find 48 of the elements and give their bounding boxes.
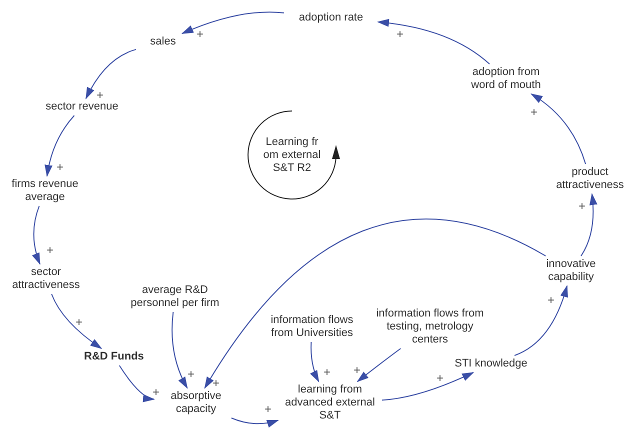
variable-label: information flows from Universities (270, 314, 354, 340)
causal-arrow (118, 365, 155, 402)
causal-arrow (530, 93, 586, 164)
edge-label: + (96, 89, 104, 101)
variable-label: adoption from word of mouth (470, 66, 542, 92)
variable-label: R&D Funds (84, 350, 144, 364)
edge-label: + (56, 161, 64, 173)
edge-label: + (76, 316, 82, 328)
causal-arrow (32, 206, 40, 265)
causal-arrow (181, 12, 284, 34)
edge-label: + (548, 294, 554, 306)
variable-label: information flows from testing, metrology centers (375, 308, 485, 346)
causal-arrow (377, 19, 490, 64)
variable-label: adoption rate (298, 12, 364, 24)
edge-label: + (46, 244, 54, 256)
causal-arrow (356, 348, 402, 382)
causal-arrow (580, 193, 598, 256)
edge-label: + (396, 28, 404, 40)
causal-arrow (230, 418, 279, 428)
causal-arrow (204, 218, 546, 389)
edge-label: + (188, 368, 194, 380)
variable-label: STI knowledge (454, 358, 528, 370)
causal-arrow (172, 312, 188, 389)
causal-arrow (86, 48, 136, 100)
causal-arrow (382, 372, 474, 401)
causal-arrow (514, 285, 568, 356)
edge-label: + (264, 403, 272, 415)
variable-label: sector attractiveness (11, 266, 81, 292)
variable-label: absorptive capacity (170, 390, 222, 416)
edge-label: + (354, 364, 360, 376)
edge-label: + (196, 28, 204, 40)
edge-label: + (530, 106, 538, 118)
causal-arrow (310, 342, 320, 382)
edge-label: + (212, 377, 220, 389)
variable-label: product attractiveness (555, 166, 625, 192)
variable-label: average R&D personnel per firm (130, 284, 220, 310)
loop-label: Learning fr om external S&T R2 (262, 136, 322, 174)
variable-label: sector revenue (46, 100, 118, 114)
variable-label: sales (150, 36, 176, 48)
edge-label: + (578, 200, 586, 212)
edge-label: + (152, 386, 160, 398)
causal-arrow (44, 115, 75, 177)
variable-label: learning from advanced external S&T (284, 384, 376, 422)
variable-label: firms revenue average (10, 178, 80, 204)
edge-label: + (324, 366, 330, 378)
causal-arrow (51, 294, 102, 350)
edge-label: + (436, 372, 444, 384)
variable-label: innovative capability (545, 258, 597, 284)
